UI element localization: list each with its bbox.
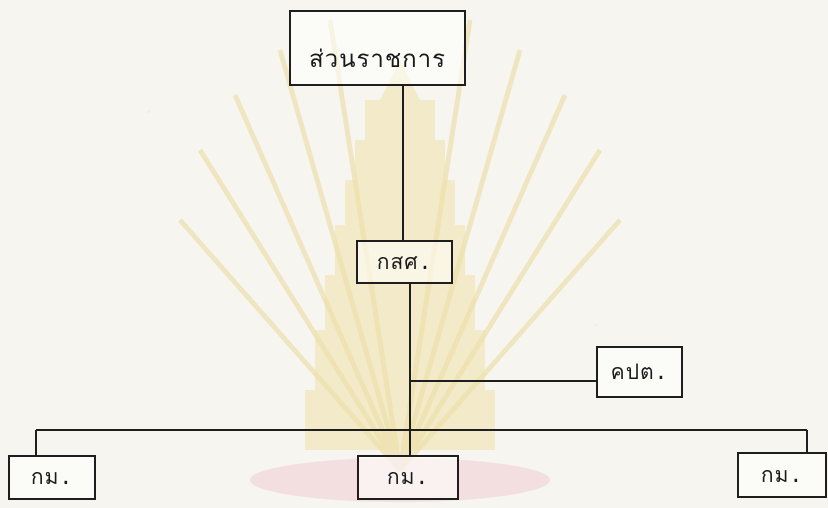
node-gst-label: กสศ.	[376, 249, 433, 274]
node-km-center: กม.	[357, 455, 459, 500]
node-km-left-label: กม.	[30, 465, 74, 489]
node-km-left: กม.	[8, 455, 96, 500]
node-root: ส่วนราชการ	[289, 10, 466, 86]
node-root-label: ส่วนราชการ	[308, 44, 447, 73]
node-km-center-label: กม.	[386, 465, 430, 489]
node-km-right-label: กม.	[760, 462, 804, 487]
node-kpt: คปต.	[596, 346, 683, 398]
node-gst: กสศ.	[356, 240, 453, 284]
node-kpt-label: คปต.	[610, 359, 669, 384]
node-km-right: กม.	[737, 452, 827, 498]
